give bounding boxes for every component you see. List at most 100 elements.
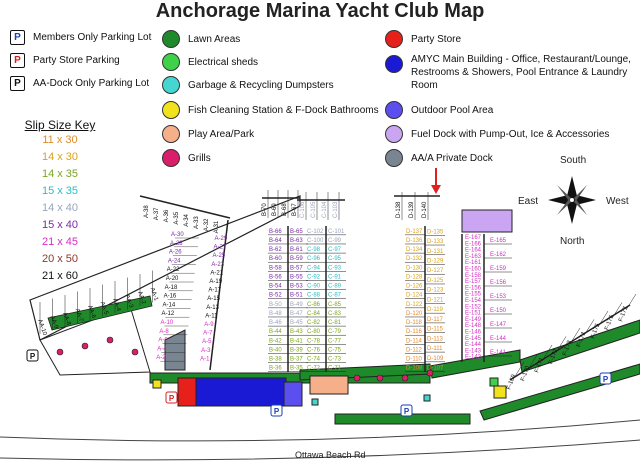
grill	[56, 348, 64, 356]
slip-label: D-111	[427, 346, 443, 352]
legend-swatch	[162, 101, 180, 119]
slip-label: AA-1	[149, 287, 159, 302]
slip-label: E-165	[490, 238, 507, 244]
legend-party-store-parking: P Party Store Parking	[10, 53, 120, 68]
legend-swatch	[162, 149, 180, 167]
compass-south: South	[560, 155, 586, 166]
slip-label: AA-10	[36, 319, 48, 337]
slip-label: C-82	[307, 320, 321, 326]
slip-label: D-128	[406, 274, 423, 280]
legend-label: Lawn Areas	[188, 33, 241, 45]
slip-label: A-13	[206, 305, 219, 311]
slip-label: B-62	[269, 247, 282, 253]
slip-label: D-110	[406, 357, 423, 363]
slip-label: C-103	[333, 201, 339, 218]
slip-size-row: 20 x 50	[41, 253, 79, 265]
slip-label: A-5	[202, 339, 212, 345]
parking-p-icon: P	[10, 76, 25, 91]
slip-label: B-44	[269, 329, 282, 335]
slip-label: E-162	[490, 252, 507, 258]
legend-swatch	[385, 30, 403, 48]
slip-label: A-26	[169, 250, 182, 256]
slip-label: B-69	[272, 203, 278, 216]
dumpster	[311, 398, 319, 406]
slip-label: D-116	[406, 329, 423, 335]
legend-label: Party Store Parking	[33, 55, 120, 66]
slip-label: A-11	[205, 313, 218, 319]
slip-label: A-18	[165, 285, 178, 291]
slip-label: C-106	[300, 201, 306, 218]
slip-label: B-38	[269, 357, 282, 363]
slip-label: E-144	[465, 342, 482, 348]
slip-label: B-56	[269, 274, 282, 280]
slip-label: C-99	[328, 238, 342, 244]
dock-walkway	[509, 304, 631, 381]
fuel-dock-arrow	[431, 168, 441, 194]
legend-label: AA/A Private Dock	[411, 152, 493, 164]
slip-label: A-36	[164, 209, 170, 222]
compass-north: North	[560, 236, 584, 247]
legend-label: AMYC Main Building - Office, Restaurant/…	[411, 54, 631, 91]
legend-garbage: Garbage & Recycling Dumpsters	[162, 76, 334, 94]
ottawa-beach-road: Ottawa Beach Rd	[0, 419, 640, 461]
slip-label: E-166	[465, 241, 482, 247]
slip-label: B-55	[290, 274, 303, 280]
slip-label: E-143	[465, 348, 482, 354]
slip-label: B-37	[290, 357, 303, 363]
slip-label: D-117	[427, 317, 444, 323]
slip-label: D-126	[406, 284, 423, 290]
slip-label: D-114	[406, 338, 423, 344]
legend-members-parking: P Members Only Parking Lot	[10, 30, 151, 45]
dock-walkway	[625, 293, 637, 311]
slip-label: F-170	[520, 365, 531, 382]
legend-swatch	[162, 53, 180, 71]
slip-label: D-112	[406, 347, 423, 353]
legend-swatch	[162, 30, 180, 48]
slip-label: B-39	[290, 347, 303, 353]
slip-label: C-97	[328, 247, 342, 253]
slip-label: B-43	[290, 329, 303, 335]
dock-walkway	[597, 310, 609, 328]
slip-label: B-54	[269, 284, 282, 290]
slip-label: AA-7	[74, 308, 84, 323]
legend-label: Garbage & Recycling Dumpsters	[188, 79, 334, 91]
slip-label: A-17	[208, 288, 221, 294]
grill	[401, 374, 409, 382]
slip-label: B-40	[269, 347, 282, 353]
slip-label: B-45	[290, 320, 303, 326]
dock-walkway	[527, 353, 539, 370]
slip-label: C-84	[307, 311, 321, 317]
slip-label: B-58	[269, 265, 282, 271]
slip-label: A-22	[167, 267, 180, 273]
slip-label: D-115	[427, 327, 444, 333]
slip-label: B-52	[269, 293, 282, 299]
slip-label: D-107	[427, 366, 444, 372]
compass-rose: South North East West	[518, 155, 629, 247]
legend-label: Electrical sheds	[188, 56, 259, 68]
slip-label: B-57	[290, 265, 303, 271]
legend-private-dock: AA/A Private Dock	[385, 149, 493, 167]
slip-label: D-123	[427, 288, 444, 294]
slip-label: E-147	[490, 322, 507, 328]
slip-label: D-127	[427, 268, 444, 274]
legend-lawn: Lawn Areas	[162, 30, 240, 48]
slip-label: AA-3	[124, 294, 134, 309]
legend-label: AA-Dock Only Parking Lot	[33, 78, 150, 89]
legend-label: Fish Cleaning Station & F-Dock Bathrooms	[188, 104, 379, 116]
slip-label: A-4	[157, 346, 167, 352]
slip-label: AA-2	[136, 291, 146, 306]
svg-text:P: P	[603, 375, 609, 384]
svg-text:P: P	[169, 394, 175, 403]
slip-label: C-90	[307, 284, 321, 290]
dock-walkway	[555, 336, 567, 353]
svg-text:P: P	[30, 352, 36, 361]
compass-west: West	[606, 196, 629, 207]
slip-label: A-30	[171, 232, 184, 238]
slip-size-row: 21 x 60	[41, 270, 79, 282]
slip-label: C-96	[307, 256, 321, 262]
slip-label: A-7	[203, 331, 213, 337]
slip-label: E-160	[465, 267, 482, 273]
slip-label: D-121	[427, 297, 444, 303]
